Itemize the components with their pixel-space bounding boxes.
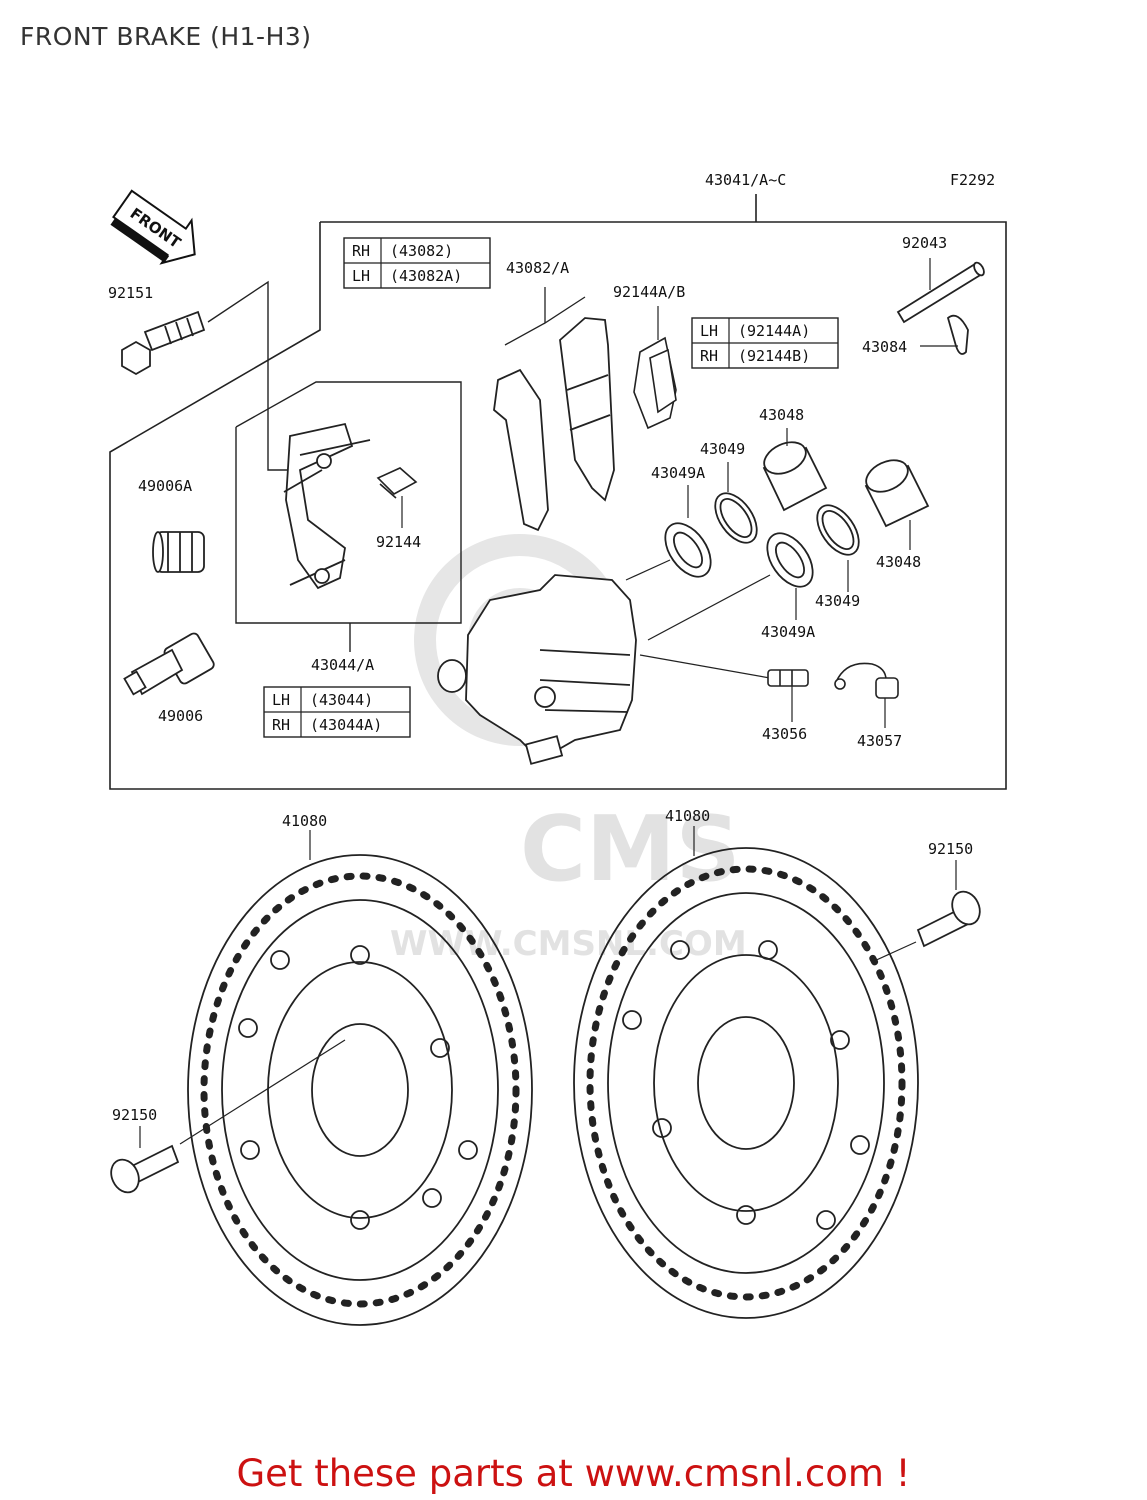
shims-row1-side: LH <box>700 322 718 340</box>
page-title: FRONT BRAKE (H1-H3) <box>20 22 312 51</box>
label-bleeder-valve: 49006 <box>158 707 203 725</box>
disc-bolt-left-part <box>110 1144 180 1194</box>
seals-leaders <box>625 428 911 641</box>
label-seal-upper: 43049 <box>700 440 745 458</box>
label-disc-left: 41080 <box>282 812 327 830</box>
pads-table: RH (43082) LH (43082A) <box>343 237 491 289</box>
label-bracket: 43044/A <box>311 656 374 674</box>
disc-bolt-right-part <box>916 890 981 948</box>
shims-row1-part: (92144A) <box>738 322 810 340</box>
label-disc-bolt-left: 92150 <box>112 1106 157 1124</box>
bleeder-valve-49006-part <box>123 632 215 696</box>
caliper-body-part <box>437 574 637 765</box>
pin-92043-part <box>896 261 985 324</box>
brake-pads-part <box>493 317 615 532</box>
label-pads: 43082/A <box>506 259 569 277</box>
bracket-table: LH (43044) RH (43044A) <box>263 686 411 738</box>
disc-bolt-left-leader-2 <box>179 1039 346 1145</box>
seals-pistons-part <box>664 441 930 588</box>
label-piston-upper: 43048 <box>759 406 804 424</box>
label-seal-right: 43049 <box>815 592 860 610</box>
footer-link[interactable]: Get these parts at www.cmsnl.com ! <box>236 1452 911 1495</box>
watermark-logo: CMS <box>520 797 740 902</box>
bleeder-cap-43057-part <box>834 662 899 699</box>
brake-disc-right-part <box>573 847 919 1319</box>
brake-disc-left-part <box>187 854 533 1326</box>
label-bleeder-screw: 43056 <box>762 725 807 743</box>
label-assy: 43041/A~C <box>705 171 786 189</box>
label-shims: 92144A/B <box>613 283 685 301</box>
label-figure-code: F2292 <box>950 171 995 189</box>
pads-row2-side: LH <box>352 267 370 285</box>
label-disc-right: 41080 <box>665 807 710 825</box>
bracket-row2-part: (43044A) <box>310 716 382 734</box>
label-bleeder-cap: 49006A <box>138 477 192 495</box>
pads-row1-part: (43082) <box>390 242 453 260</box>
bracket-row2-side: RH <box>272 716 290 734</box>
bolt-92151-leader <box>207 280 288 471</box>
clip-92144-part <box>376 467 418 499</box>
caliper-assembly-box <box>109 194 1007 790</box>
shims-table: LH (92144A) RH (92144B) <box>691 317 839 369</box>
label-dust-seal-lower: 43049A <box>761 623 815 641</box>
label-disc-bolt-right: 92150 <box>928 840 973 858</box>
label-cotter: 43084 <box>862 338 907 356</box>
label-dust-seal-upper: 43049A <box>651 464 705 482</box>
label-clip: 92144 <box>376 533 421 551</box>
cotter-43084-part <box>946 314 969 355</box>
caliper-bracket-part <box>283 422 371 590</box>
pads-row2-part: (43082A) <box>390 267 462 285</box>
pads-row1-side: RH <box>352 242 370 260</box>
bolt-92151-part <box>121 310 206 376</box>
bracket-row1-side: LH <box>272 691 290 709</box>
shims-row2-side: RH <box>700 347 718 365</box>
label-piston-right: 43048 <box>876 553 921 571</box>
label-pin: 92043 <box>902 234 947 252</box>
bleeder-leader <box>639 654 771 679</box>
bleeder-screw-43056-part <box>767 669 809 687</box>
label-bleeder-cap-rubber: 43057 <box>857 732 902 750</box>
bleeder-cap-49006A-part <box>152 531 205 573</box>
front-arrow-icon: FRONT <box>110 189 196 265</box>
shims-part <box>633 336 677 430</box>
watermark-url: WWW.CMSNL.COM <box>390 924 747 964</box>
label-bolt-top: 92151 <box>108 284 153 302</box>
shims-row2-part: (92144B) <box>738 347 810 365</box>
disc-bolt-right-leader-2 <box>871 941 917 963</box>
bracket-box <box>235 381 462 624</box>
bracket-row1-part: (43044) <box>310 691 373 709</box>
pads-leader <box>504 287 586 346</box>
